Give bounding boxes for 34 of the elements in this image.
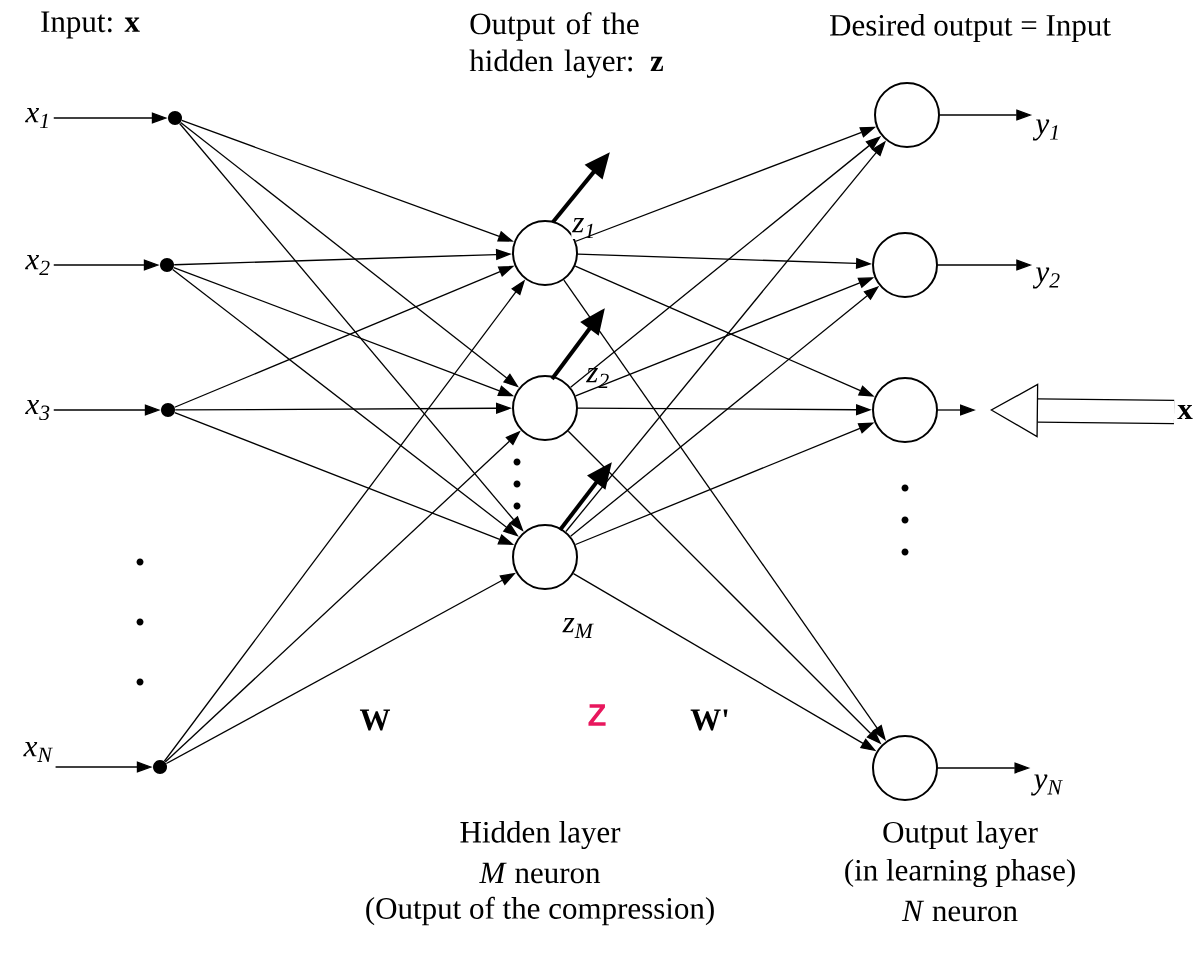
caption-text: Desired output = Input [830, 13, 1111, 43]
caption-text: (in learning phase) [845, 858, 1075, 888]
weight-label: W [359, 709, 391, 731]
input-dot [160, 258, 174, 272]
variable-label: y$_{2}$ [1032, 267, 1060, 289]
neuron-circle [872, 232, 938, 298]
neuron-output-label: z$_{M}$ [561, 617, 595, 639]
caption-text: (Output of the compression) [366, 896, 714, 926]
variable-label: y$_{1}$ [1032, 119, 1058, 141]
neuron-output-label: z$_{2}$ [585, 367, 611, 389]
neuron-output-label: z$_{1}$ [571, 217, 597, 239]
caption-text: M neuron [479, 862, 601, 884]
arrow [180, 121, 519, 388]
caption-text: N neuron [901, 900, 1018, 922]
input-dot [153, 760, 167, 774]
variable-label: y$_{N}$ [1031, 774, 1063, 796]
caption-text: Hidden layer [460, 820, 621, 850]
hollow-arrow [990, 383, 1175, 438]
neuron-circle [512, 524, 578, 590]
caption-text: Output of the hidden layer: z [469, 12, 664, 78]
neuron-circle [872, 377, 938, 443]
weight-label: W' [690, 709, 728, 731]
neuron-circle [874, 82, 940, 148]
variable-label: x$_{1}$ [25, 108, 48, 128]
variable-label: x$_{3}$ [25, 399, 50, 421]
input-dot [161, 403, 175, 417]
variable-label: x [1177, 404, 1193, 420]
neuron-circle [872, 735, 938, 801]
neuron-circle [512, 375, 578, 441]
caption-text: Input: x [41, 11, 140, 39]
input-dot [168, 111, 182, 125]
code-label: Z [588, 704, 606, 726]
variable-label: x$_{N}$ [23, 742, 53, 762]
variable-label: x$_{2}$ [25, 255, 50, 275]
